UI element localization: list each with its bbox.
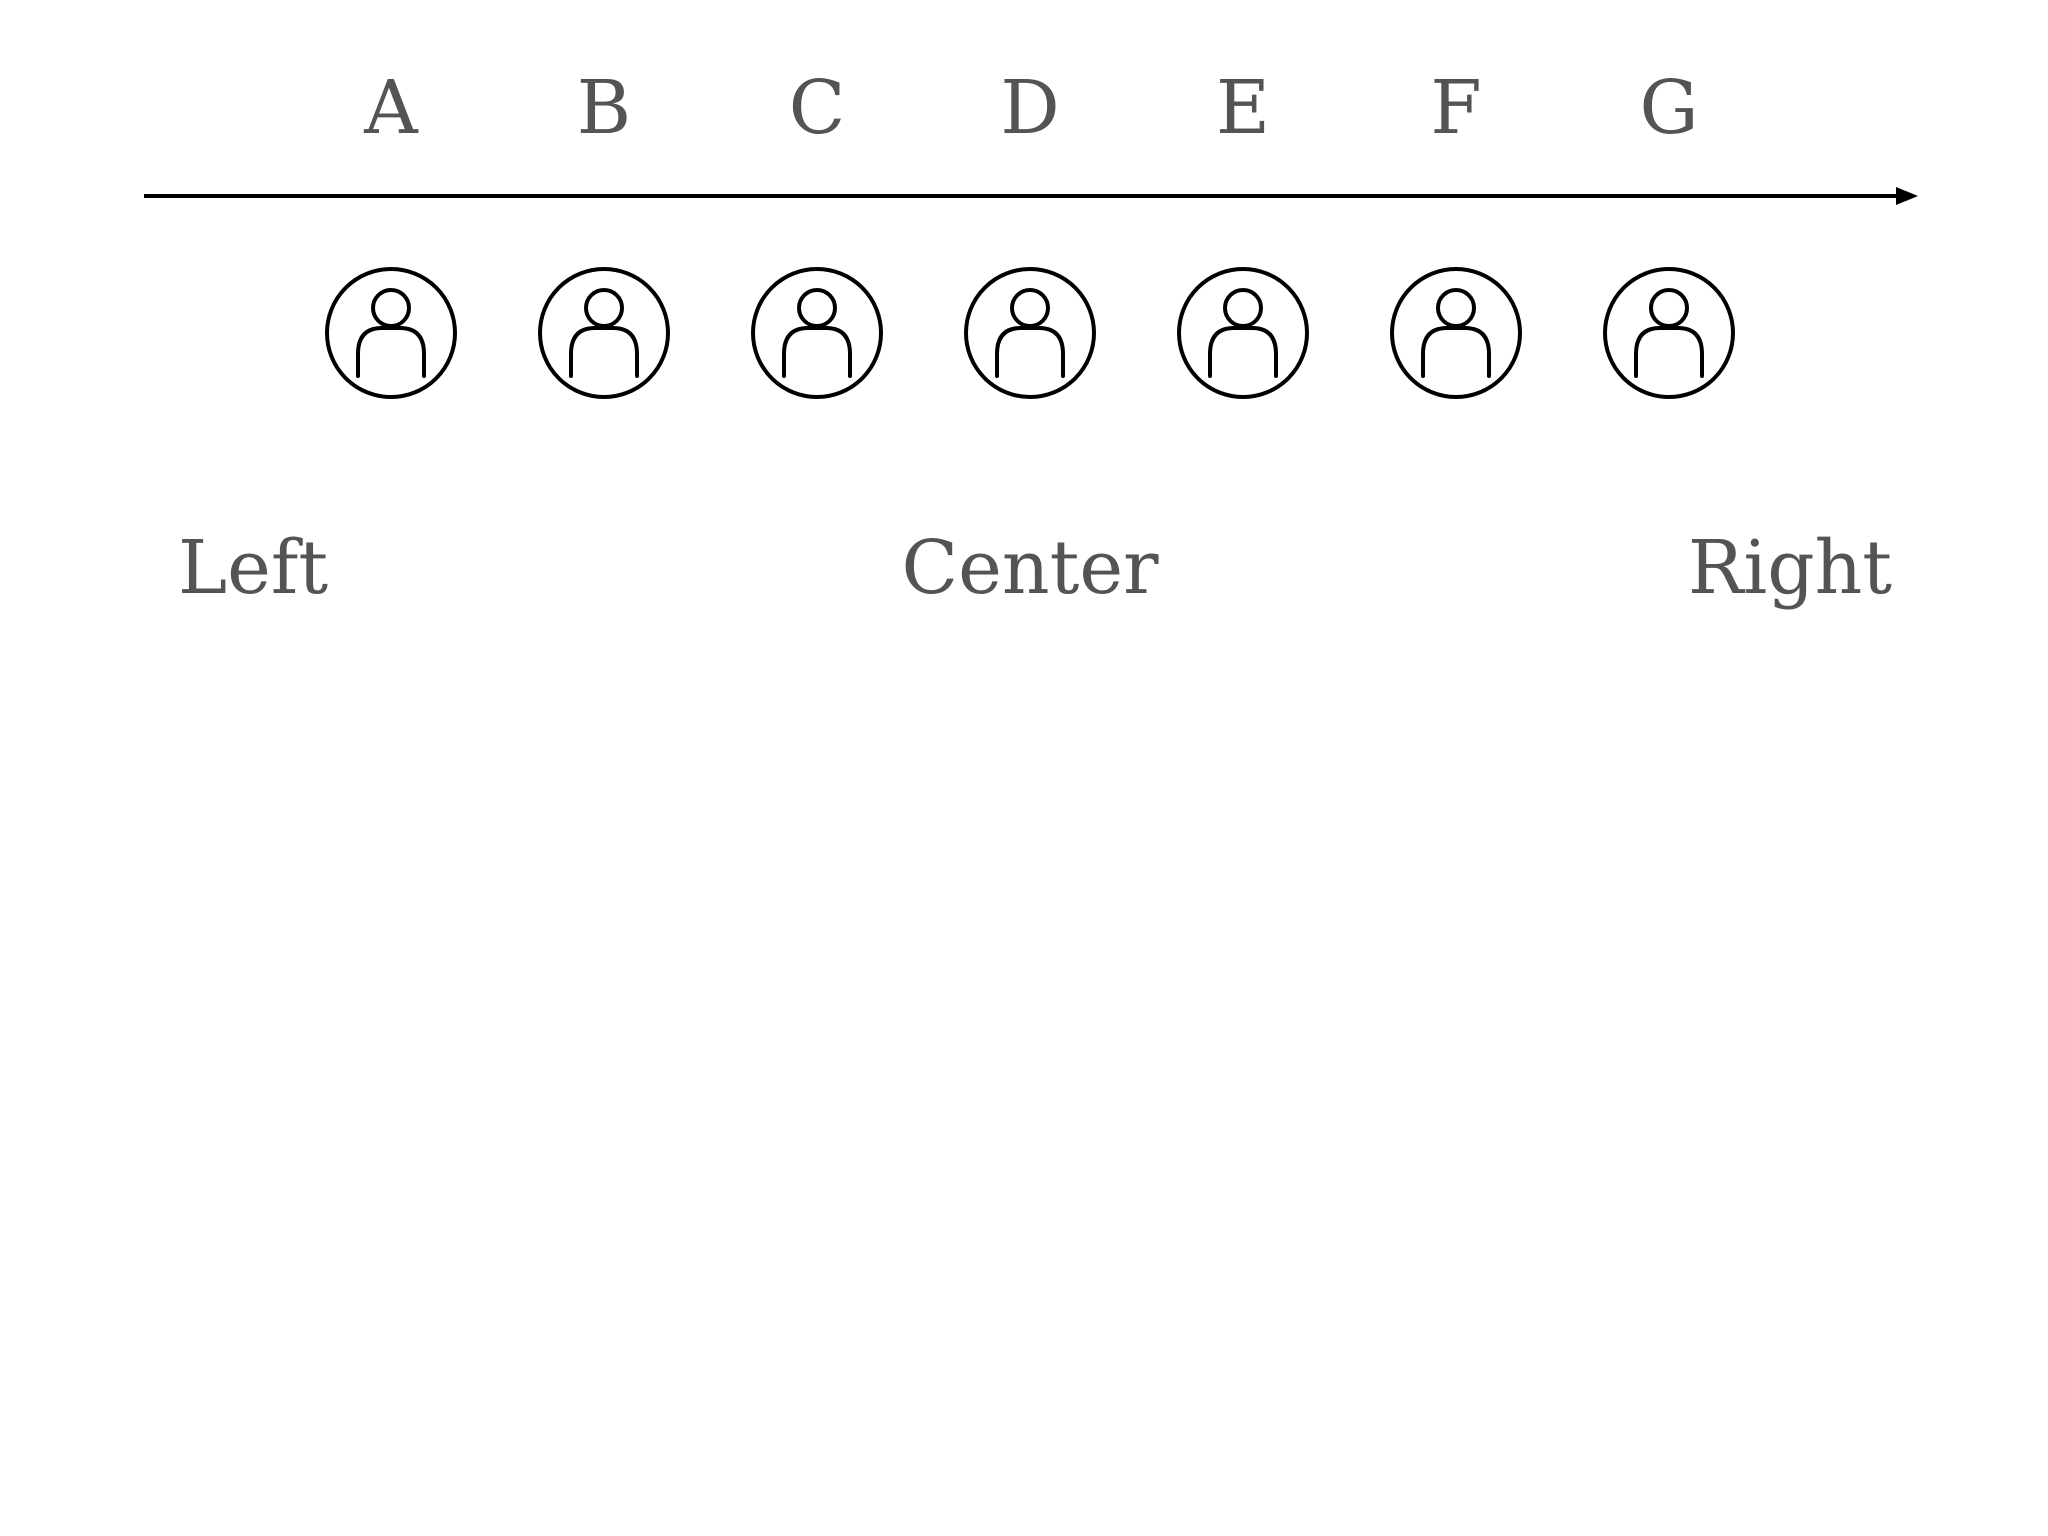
person-icon xyxy=(1389,266,1523,400)
person-icon xyxy=(963,266,1097,400)
person-label-c: C xyxy=(788,65,846,151)
label-left: Left xyxy=(178,525,329,611)
person-icon xyxy=(1602,266,1736,400)
person-icon xyxy=(1176,266,1310,400)
label-center: Center xyxy=(901,525,1159,611)
person-label-f: F xyxy=(1430,65,1482,151)
person-label-g: G xyxy=(1639,65,1699,151)
axis-arrow xyxy=(144,187,1918,205)
arrowhead-icon xyxy=(1896,187,1918,205)
person-label-b: B xyxy=(576,65,632,151)
label-right: Right xyxy=(1687,525,1892,611)
person-icon xyxy=(537,266,671,400)
person-label-d: D xyxy=(1000,65,1060,151)
person-label-e: E xyxy=(1215,65,1271,151)
person-icon xyxy=(324,266,458,400)
person-label-a: A xyxy=(364,65,418,151)
person-icon xyxy=(750,266,884,400)
